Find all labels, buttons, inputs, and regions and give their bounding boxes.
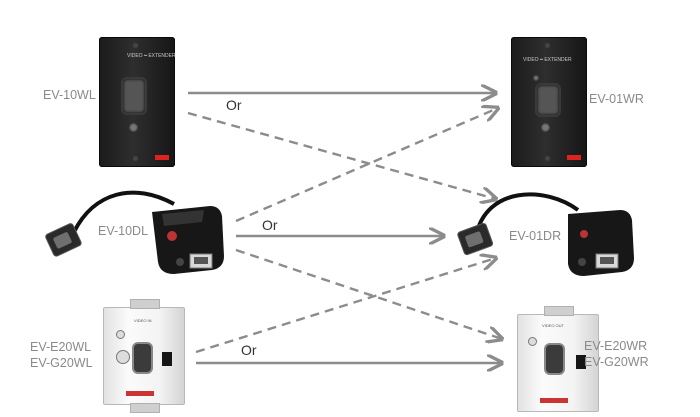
module-label-text: VIDEO IN xyxy=(134,318,152,323)
screw-icon xyxy=(133,156,138,161)
power-terminal-icon xyxy=(162,352,172,366)
plate-brand-text: VIDEO ━ EXTENDER xyxy=(127,53,176,59)
screw-icon xyxy=(133,43,138,48)
vga-port-icon xyxy=(123,79,145,113)
vga-port-icon xyxy=(546,345,563,373)
label-ev-g20wr: EV-G20WR xyxy=(584,355,649,369)
label-ev-e20wl: EV-E20WL xyxy=(30,340,92,354)
vga-port-icon xyxy=(134,344,151,372)
plate-brand-text: VIDEO ━ EXTENDER xyxy=(523,57,572,63)
audio-jack-icon xyxy=(116,350,130,364)
dashed-arrow-middle-to-bottom xyxy=(235,248,502,339)
power-jack-icon xyxy=(129,123,138,132)
label-ev-g20wl: EV-G20WL xyxy=(30,356,93,370)
brand-logo-icon xyxy=(540,398,568,403)
ev-e20wr-module: VIDEO OUT xyxy=(517,306,599,412)
label-ev-10dl: EV-10DL xyxy=(98,224,149,238)
brand-logo-icon xyxy=(155,155,169,160)
vga-port-icon xyxy=(537,85,559,115)
status-led-icon xyxy=(116,330,125,339)
brand-logo-icon xyxy=(567,155,581,160)
ev-10dl-dongle xyxy=(45,190,224,274)
din-clip-bottom xyxy=(130,403,160,413)
dashed-arrow-top-to-middle xyxy=(187,111,496,199)
brand-logo-icon xyxy=(126,391,154,396)
or-label-middle: Or xyxy=(262,217,278,233)
label-ev-01wr: EV-01WR xyxy=(589,92,644,106)
din-clip-top xyxy=(544,306,574,316)
status-led-icon xyxy=(528,337,537,346)
ev-10wl-wall-plate: VIDEO ━ EXTENDER xyxy=(99,37,176,167)
power-jack-icon xyxy=(541,123,550,132)
module-label-text: VIDEO OUT xyxy=(542,323,565,328)
ev-01wr-wall-plate: VIDEO ━ EXTENDER xyxy=(511,37,587,167)
or-label-bottom: Or xyxy=(241,342,257,358)
dashed-arrow-bottom-to-middle xyxy=(195,258,496,354)
ev-01dr-dongle xyxy=(457,192,634,276)
label-ev-10wl: EV-10WL xyxy=(43,88,96,102)
label-ev-01dr: EV-01DR xyxy=(509,229,562,243)
din-clip-top xyxy=(130,299,160,309)
indicator-led-icon xyxy=(533,75,539,81)
dashed-arrow-middle-to-top xyxy=(235,108,498,223)
or-label-top: Or xyxy=(226,97,242,113)
label-ev-e20wr: EV-E20WR xyxy=(584,339,648,353)
ev-e20wl-module: VIDEO IN xyxy=(103,299,185,413)
power-terminal-icon xyxy=(576,355,586,369)
screw-icon xyxy=(545,43,550,48)
screw-icon xyxy=(545,156,550,161)
